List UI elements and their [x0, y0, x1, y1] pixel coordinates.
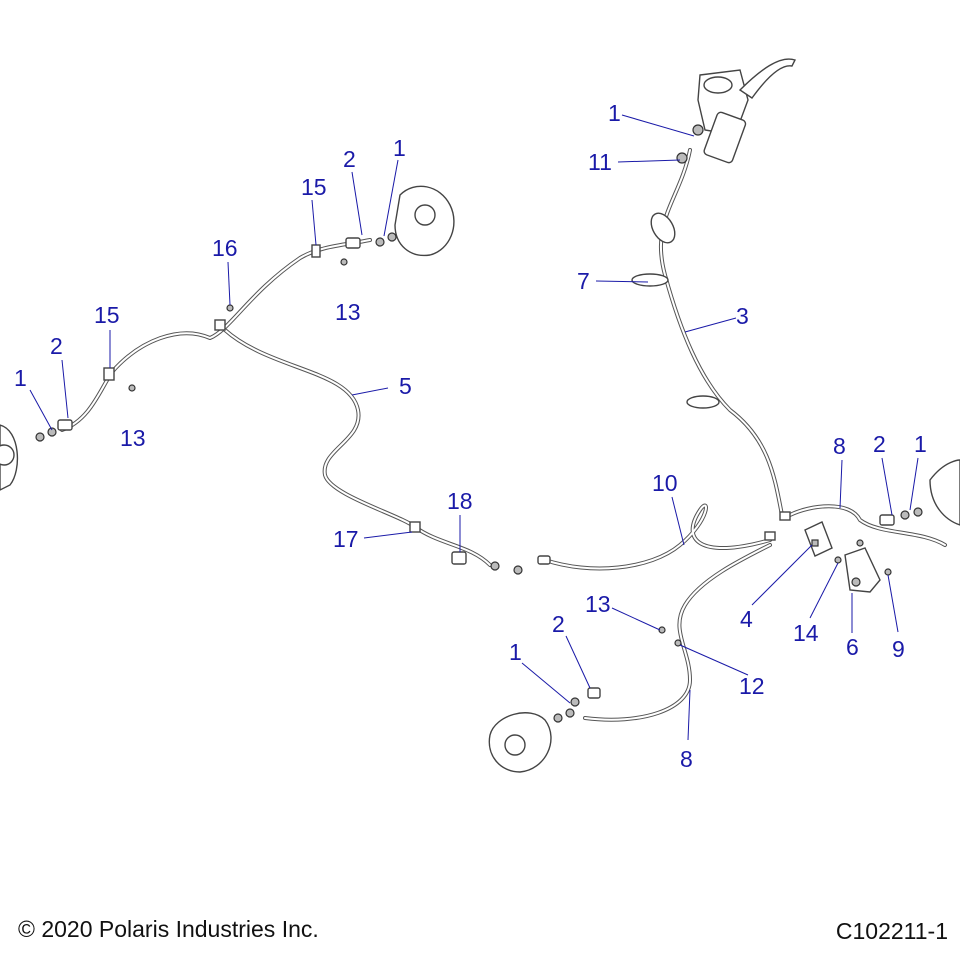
callout-14: 14 — [793, 620, 819, 646]
callout-8: 8 — [680, 746, 693, 772]
line-fittings — [103, 244, 791, 647]
callout-1: 1 — [914, 431, 927, 457]
callout-8: 8 — [833, 433, 846, 459]
callout-13: 13 — [120, 425, 146, 451]
callout-6: 6 — [846, 634, 859, 660]
callout-7: 7 — [577, 268, 590, 294]
callout-2: 2 — [50, 333, 63, 359]
master-cylinder — [676, 58, 796, 164]
callout-1: 1 — [393, 135, 406, 161]
callout-2: 2 — [552, 611, 565, 637]
upper-left-caliper — [345, 185, 455, 257]
rear-caliper — [488, 687, 601, 773]
brake-hoses — [60, 148, 947, 722]
callout-1: 1 — [608, 100, 621, 126]
right-caliper — [879, 459, 960, 526]
callout-2: 2 — [873, 431, 886, 457]
callout-17: 17 — [333, 526, 359, 552]
callout-16: 16 — [212, 235, 238, 261]
callout-4: 4 — [740, 606, 753, 632]
callout-labels: 1 2 15 13 16 1 2 15 13 5 17 18 1 11 7 3 … — [14, 100, 927, 772]
mount-bracket — [834, 539, 892, 593]
callout-2: 2 — [343, 146, 356, 172]
junction-block — [804, 521, 833, 557]
callout-12: 12 — [739, 673, 765, 699]
callout-15: 15 — [94, 302, 120, 328]
callout-13: 13 — [335, 299, 361, 325]
callout-11: 11 — [588, 149, 612, 175]
callout-1: 1 — [14, 365, 27, 391]
callout-3: 3 — [736, 303, 749, 329]
callout-15: 15 — [301, 174, 327, 200]
drawing-number: C102211-1 — [835, 918, 948, 944]
callout-5: 5 — [399, 373, 412, 399]
callout-18: 18 — [447, 488, 473, 514]
leader-lines — [29, 114, 919, 741]
left-caliper — [0, 419, 73, 491]
copyright-notice: © 2020 Polaris Industries Inc. — [18, 916, 319, 942]
callout-9: 9 — [892, 636, 905, 662]
callout-10: 10 — [652, 470, 678, 496]
callout-1: 1 — [509, 639, 522, 665]
callout-13: 13 — [585, 591, 611, 617]
